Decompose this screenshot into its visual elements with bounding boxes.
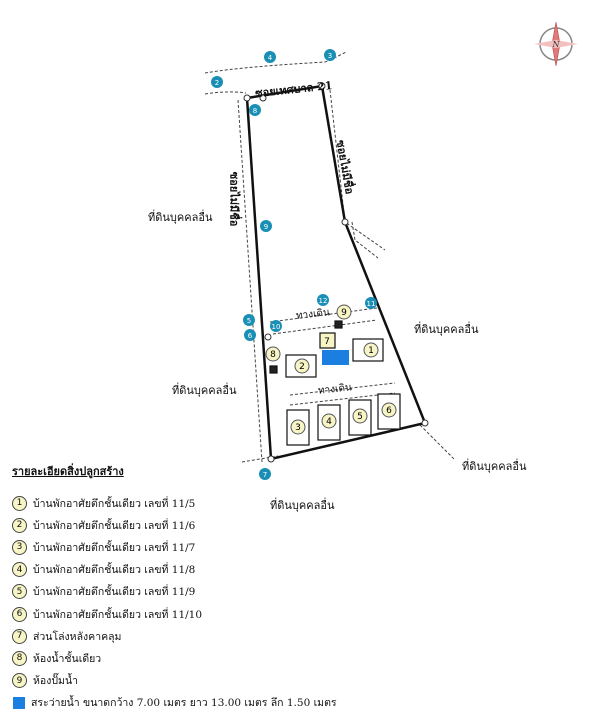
marker-3: 3 xyxy=(328,52,332,60)
road-left-label: ซอยไม่มีชื่อ xyxy=(227,171,241,227)
marker-11: 11 xyxy=(367,300,376,308)
legend-pool: สระว่ายน้ำ ขนาดกว้าง 7.00 เมตร ยาว 13.00… xyxy=(12,692,342,714)
marker-4: 4 xyxy=(268,54,273,62)
facility-num-7: 7 xyxy=(324,337,330,347)
neighbor-land-south: ที่ดินบุคคลอื่น xyxy=(270,499,335,512)
marker-8: 8 xyxy=(253,107,257,115)
facility-num-8: 8 xyxy=(270,350,276,360)
covered-area xyxy=(319,332,336,349)
swimming-pool xyxy=(322,350,349,365)
neighbor-land-east: ที่ดินบุคคลอื่น xyxy=(414,323,479,336)
building-num-2: 2 xyxy=(299,362,305,372)
building-num-3: 3 xyxy=(295,423,301,433)
boundary-corners xyxy=(243,82,429,463)
road-lines xyxy=(204,51,456,463)
marker-5: 5 xyxy=(247,317,251,325)
building-num-5: 5 xyxy=(357,412,363,422)
marker-10: 10 xyxy=(272,323,281,331)
marker-12: 12 xyxy=(319,297,328,305)
building-num-1: 1 xyxy=(368,346,374,356)
facility-num-9: 9 xyxy=(341,308,347,318)
marker-2: 2 xyxy=(215,79,219,87)
marker-7: 7 xyxy=(263,471,267,479)
building-num-4: 4 xyxy=(326,417,332,427)
legend-title: รายละเอียดสิ่งปลูกสร้าง xyxy=(12,465,124,478)
marker-9: 9 xyxy=(264,223,268,231)
compass-letter: N xyxy=(552,40,561,49)
property-boundary xyxy=(245,84,427,461)
bathroom-marker xyxy=(269,365,278,374)
neighbor-land-west-bottom: ที่ดินบุคคลอื่น xyxy=(172,384,237,397)
neighbor-land-southeast: ที่ดินบุคคลอื่น xyxy=(462,460,527,473)
marker-6: 6 xyxy=(248,332,253,340)
compass-icon: N xyxy=(534,21,578,67)
neighbor-land-west-top: ที่ดินบุคคลอื่น xyxy=(148,211,213,224)
building-num-6: 6 xyxy=(386,406,392,416)
pump-room-marker xyxy=(334,320,343,329)
pool-swatch xyxy=(13,696,25,709)
